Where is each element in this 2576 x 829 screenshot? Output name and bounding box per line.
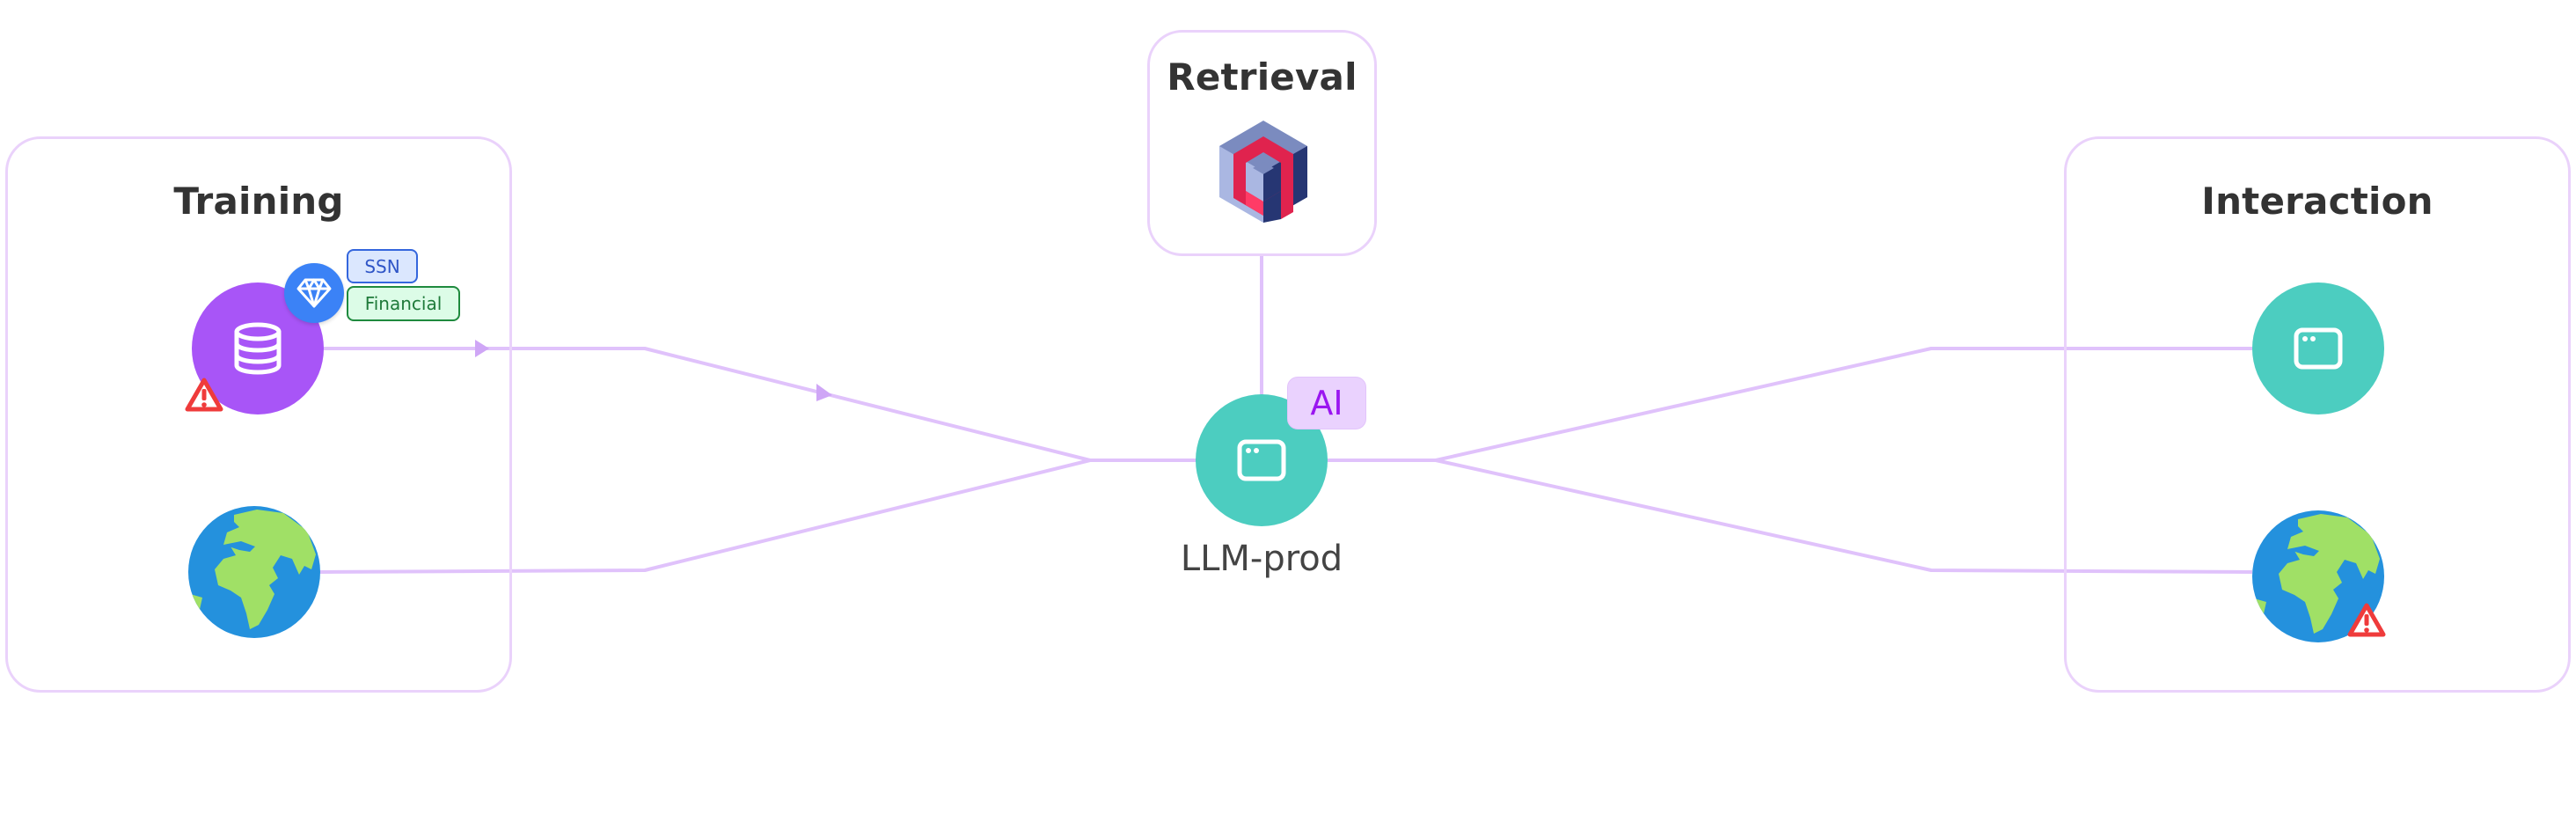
- app-window-icon: [1237, 439, 1286, 481]
- ai-badge[interactable]: AI: [1287, 377, 1366, 429]
- edge-arrow-icon: [475, 340, 489, 357]
- node-training-web[interactable]: [188, 506, 320, 638]
- warning-icon[interactable]: [184, 377, 224, 414]
- tag-financial[interactable]: Financial: [347, 286, 460, 321]
- edge-llm-to-web[interactable]: [1435, 459, 2253, 574]
- qdrant-logo-icon[interactable]: [1219, 121, 1307, 223]
- group-interaction[interactable]: Interaction: [2064, 136, 2571, 693]
- edge-arrow-icon: [816, 384, 832, 401]
- group-retrieval[interactable]: Retrieval: [1147, 30, 1377, 256]
- globe-icon: [188, 506, 320, 638]
- tag-ssn[interactable]: SSN: [347, 249, 418, 283]
- database-icon: [234, 322, 282, 375]
- group-title-retrieval: Retrieval: [1167, 55, 1358, 99]
- globe-icon: [2252, 510, 2384, 642]
- app-window-icon: [2294, 327, 2343, 370]
- diamond-icon: [296, 278, 332, 308]
- group-training[interactable]: Training: [5, 136, 512, 693]
- node-interaction-web[interactable]: [2252, 510, 2384, 642]
- edge-web-to-llm[interactable]: [319, 459, 1091, 574]
- edge-llm-to-app[interactable]: [1328, 347, 2252, 462]
- warning-icon[interactable]: [2346, 602, 2387, 639]
- sensitive-data-badge[interactable]: [284, 263, 344, 323]
- group-title-interaction: Interaction: [2201, 180, 2433, 223]
- node-label-llm: LLM-prod: [1180, 539, 1343, 579]
- group-title-training: Training: [173, 180, 344, 223]
- node-interaction-app[interactable]: [2252, 282, 2384, 414]
